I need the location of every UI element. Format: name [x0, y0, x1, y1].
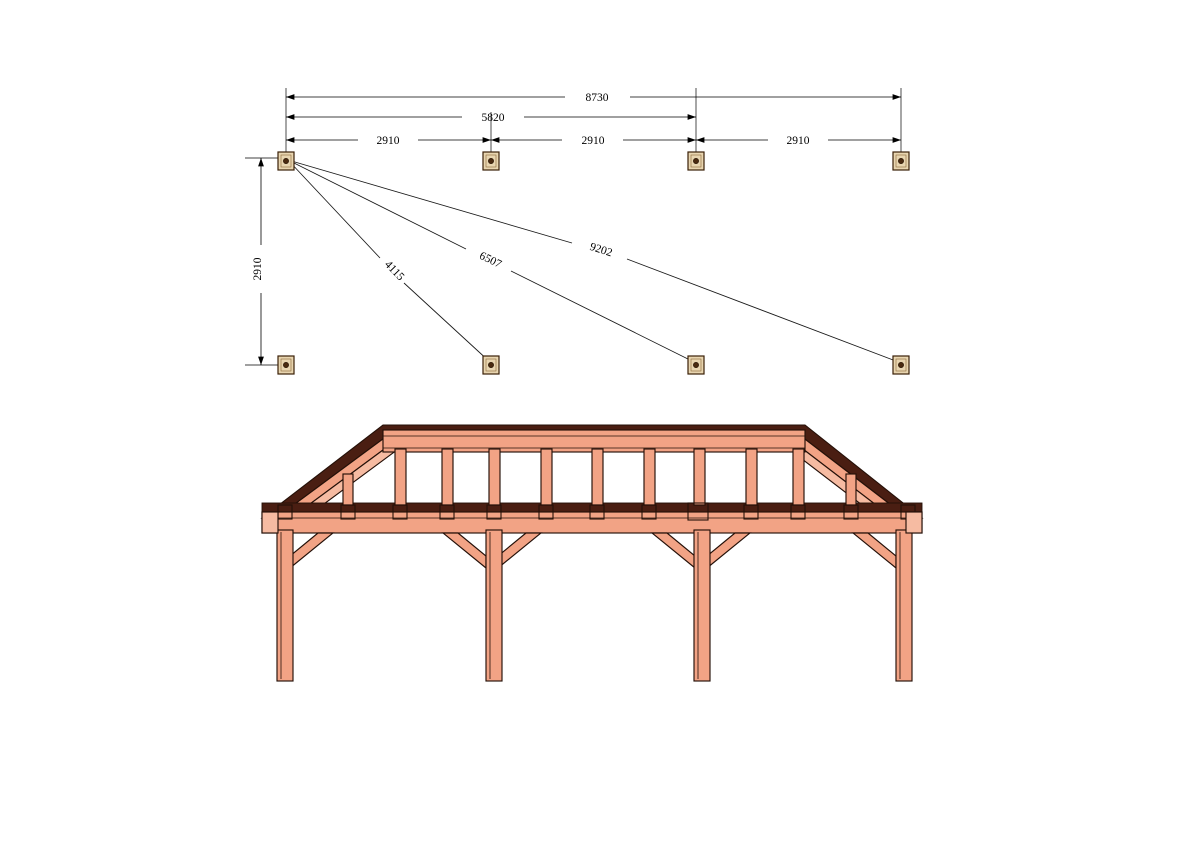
dim-label-bay-1: 2910: [377, 135, 400, 147]
dim-partial-5820: 5820: [285, 112, 697, 124]
post-marker[interactable]: [892, 355, 910, 375]
post-marker[interactable]: [277, 355, 295, 375]
roof-strut: [441, 448, 454, 506]
knee-brace: [650, 532, 696, 570]
elevation-posts: [276, 529, 913, 682]
roof-strut: [591, 448, 604, 506]
joint-block: [843, 504, 859, 520]
dim-label-bay-3: 2910: [787, 135, 810, 147]
joint-block: [589, 504, 605, 520]
roof-strut: [488, 448, 501, 506]
dim-label-bay-2: 2910: [582, 135, 605, 147]
knee-brace: [289, 532, 335, 570]
post[interactable]: [895, 529, 913, 682]
post-marker[interactable]: [482, 355, 500, 375]
plan-posts-bottom-row: [277, 355, 910, 375]
joint-block: [392, 504, 408, 520]
post[interactable]: [276, 529, 294, 682]
roof-struts: [394, 448, 805, 506]
dim-label-depth: 2910: [252, 257, 264, 280]
roof-strut: [745, 448, 758, 506]
post-marker[interactable]: [892, 151, 910, 171]
roof-strut: [643, 448, 656, 506]
joint-block: [538, 504, 554, 520]
dim-bay-2: 2910: [490, 135, 697, 147]
joint-block: [439, 504, 455, 520]
top-plate-beam: [261, 511, 923, 534]
roof-strut: [394, 448, 407, 506]
dim-bay-3: 2910: [695, 135, 902, 147]
joint-block: [790, 504, 806, 520]
post-marker[interactable]: [482, 151, 500, 171]
dim-label-overall: 8730: [586, 92, 609, 104]
joint-blocks: [277, 502, 916, 521]
eave-cap-left: [261, 511, 279, 534]
hip-strut: [845, 473, 857, 506]
joint-block: [641, 504, 657, 520]
knee-braces: [289, 532, 897, 570]
hip-strut: [342, 473, 354, 506]
plan-diagonals: [287, 159, 902, 364]
knee-brace: [851, 532, 897, 570]
knee-brace: [441, 532, 487, 570]
post-grain-lines: [280, 532, 901, 679]
eave-cap-right: [905, 511, 923, 534]
elevation-view: [260, 424, 924, 682]
post[interactable]: [485, 529, 503, 682]
plan-view: 8730 5820 2910 2910 2910: [245, 88, 910, 375]
knee-brace: [497, 532, 543, 570]
dim-label-diagonal-1: 4115: [382, 259, 406, 284]
post[interactable]: [693, 529, 711, 682]
joint-block: [687, 502, 709, 521]
dim-label-partial: 5820: [482, 112, 505, 124]
joint-block: [743, 504, 759, 520]
eave-caps: [261, 511, 923, 534]
plan-posts-top-row: [277, 151, 910, 171]
dim-overall-8730: 8730: [285, 92, 902, 104]
roof-strut: [792, 448, 805, 506]
roof-strut: [693, 448, 706, 506]
post-marker[interactable]: [277, 151, 295, 171]
dim-label-diagonal-2: 6507: [477, 250, 503, 271]
knee-brace: [706, 532, 752, 570]
post-marker[interactable]: [687, 355, 705, 375]
roof-strut: [540, 448, 553, 506]
post-marker[interactable]: [687, 151, 705, 171]
dim-bay-1: 2910: [285, 135, 492, 147]
dim-depth-2910: 2910: [245, 157, 278, 366]
joint-block: [486, 504, 502, 520]
joint-block: [340, 504, 356, 520]
dim-label-diagonal-3: 9202: [588, 241, 614, 260]
